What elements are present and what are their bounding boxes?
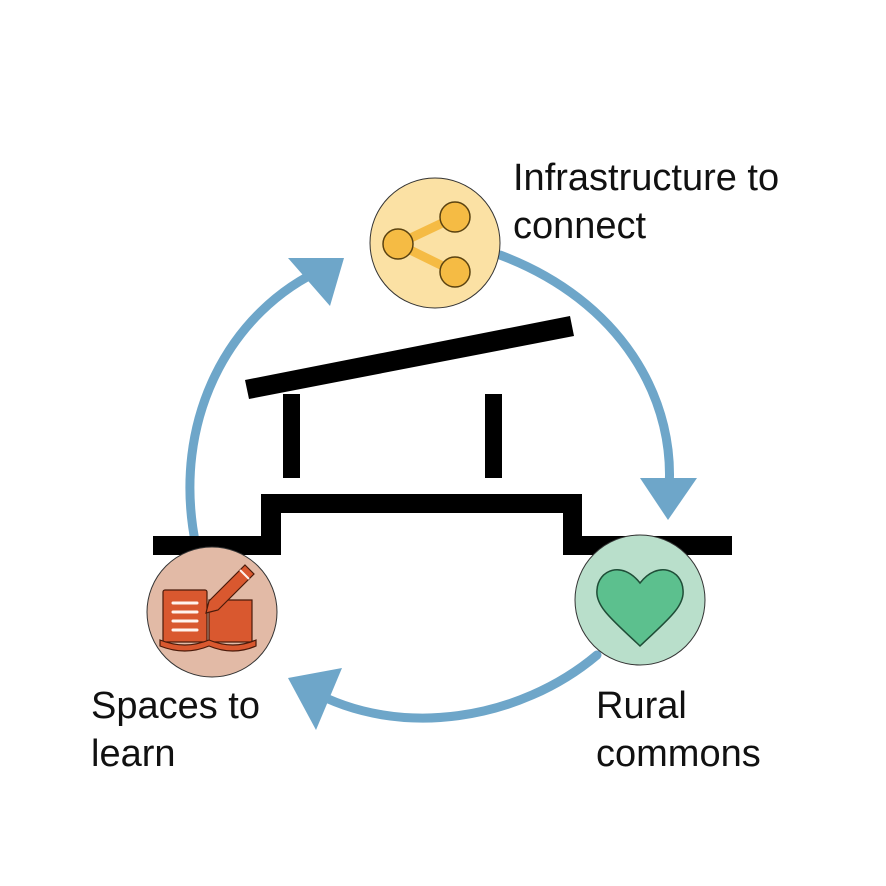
label-spaces-line2: learn: [91, 733, 176, 775]
notebook-pencil-icon: [159, 564, 257, 652]
node-infrastructure: [369, 177, 501, 309]
ground-profile: [153, 494, 732, 555]
arrowhead-spaces: [288, 668, 342, 730]
pillar-right: [485, 394, 502, 478]
arrowhead-infra: [288, 258, 344, 306]
share-icon: [382, 201, 471, 288]
cycle-arrows: [185, 250, 674, 723]
arrow-infra-to-rural: [495, 250, 674, 505]
pillar-left: [283, 394, 300, 478]
label-spaces-to-learn: Spaces to learn: [91, 682, 260, 778]
node-rural-commons: [574, 534, 706, 666]
label-infrastructure-line1: Infrastructure to: [513, 157, 780, 199]
roof: [245, 316, 574, 399]
building: [153, 316, 732, 555]
label-rural-line2: commons: [596, 733, 761, 775]
label-rural-commons: Rural commons: [596, 682, 761, 778]
label-rural-line1: Rural: [596, 685, 687, 727]
arrow-spaces-to-infra: [185, 263, 330, 551]
label-infrastructure-line2: connect: [513, 205, 647, 247]
arrow-rural-to-spaces: [305, 650, 602, 723]
pencil-icon: [205, 564, 255, 614]
node-spaces-to-learn: [146, 546, 278, 678]
arrowheads: [288, 258, 697, 730]
arrowhead-rural: [640, 478, 697, 520]
label-infrastructure-to-connect: Infrastructure to connect: [513, 154, 779, 250]
label-spaces-line1: Spaces to: [91, 685, 260, 727]
heart-icon: [596, 569, 684, 648]
